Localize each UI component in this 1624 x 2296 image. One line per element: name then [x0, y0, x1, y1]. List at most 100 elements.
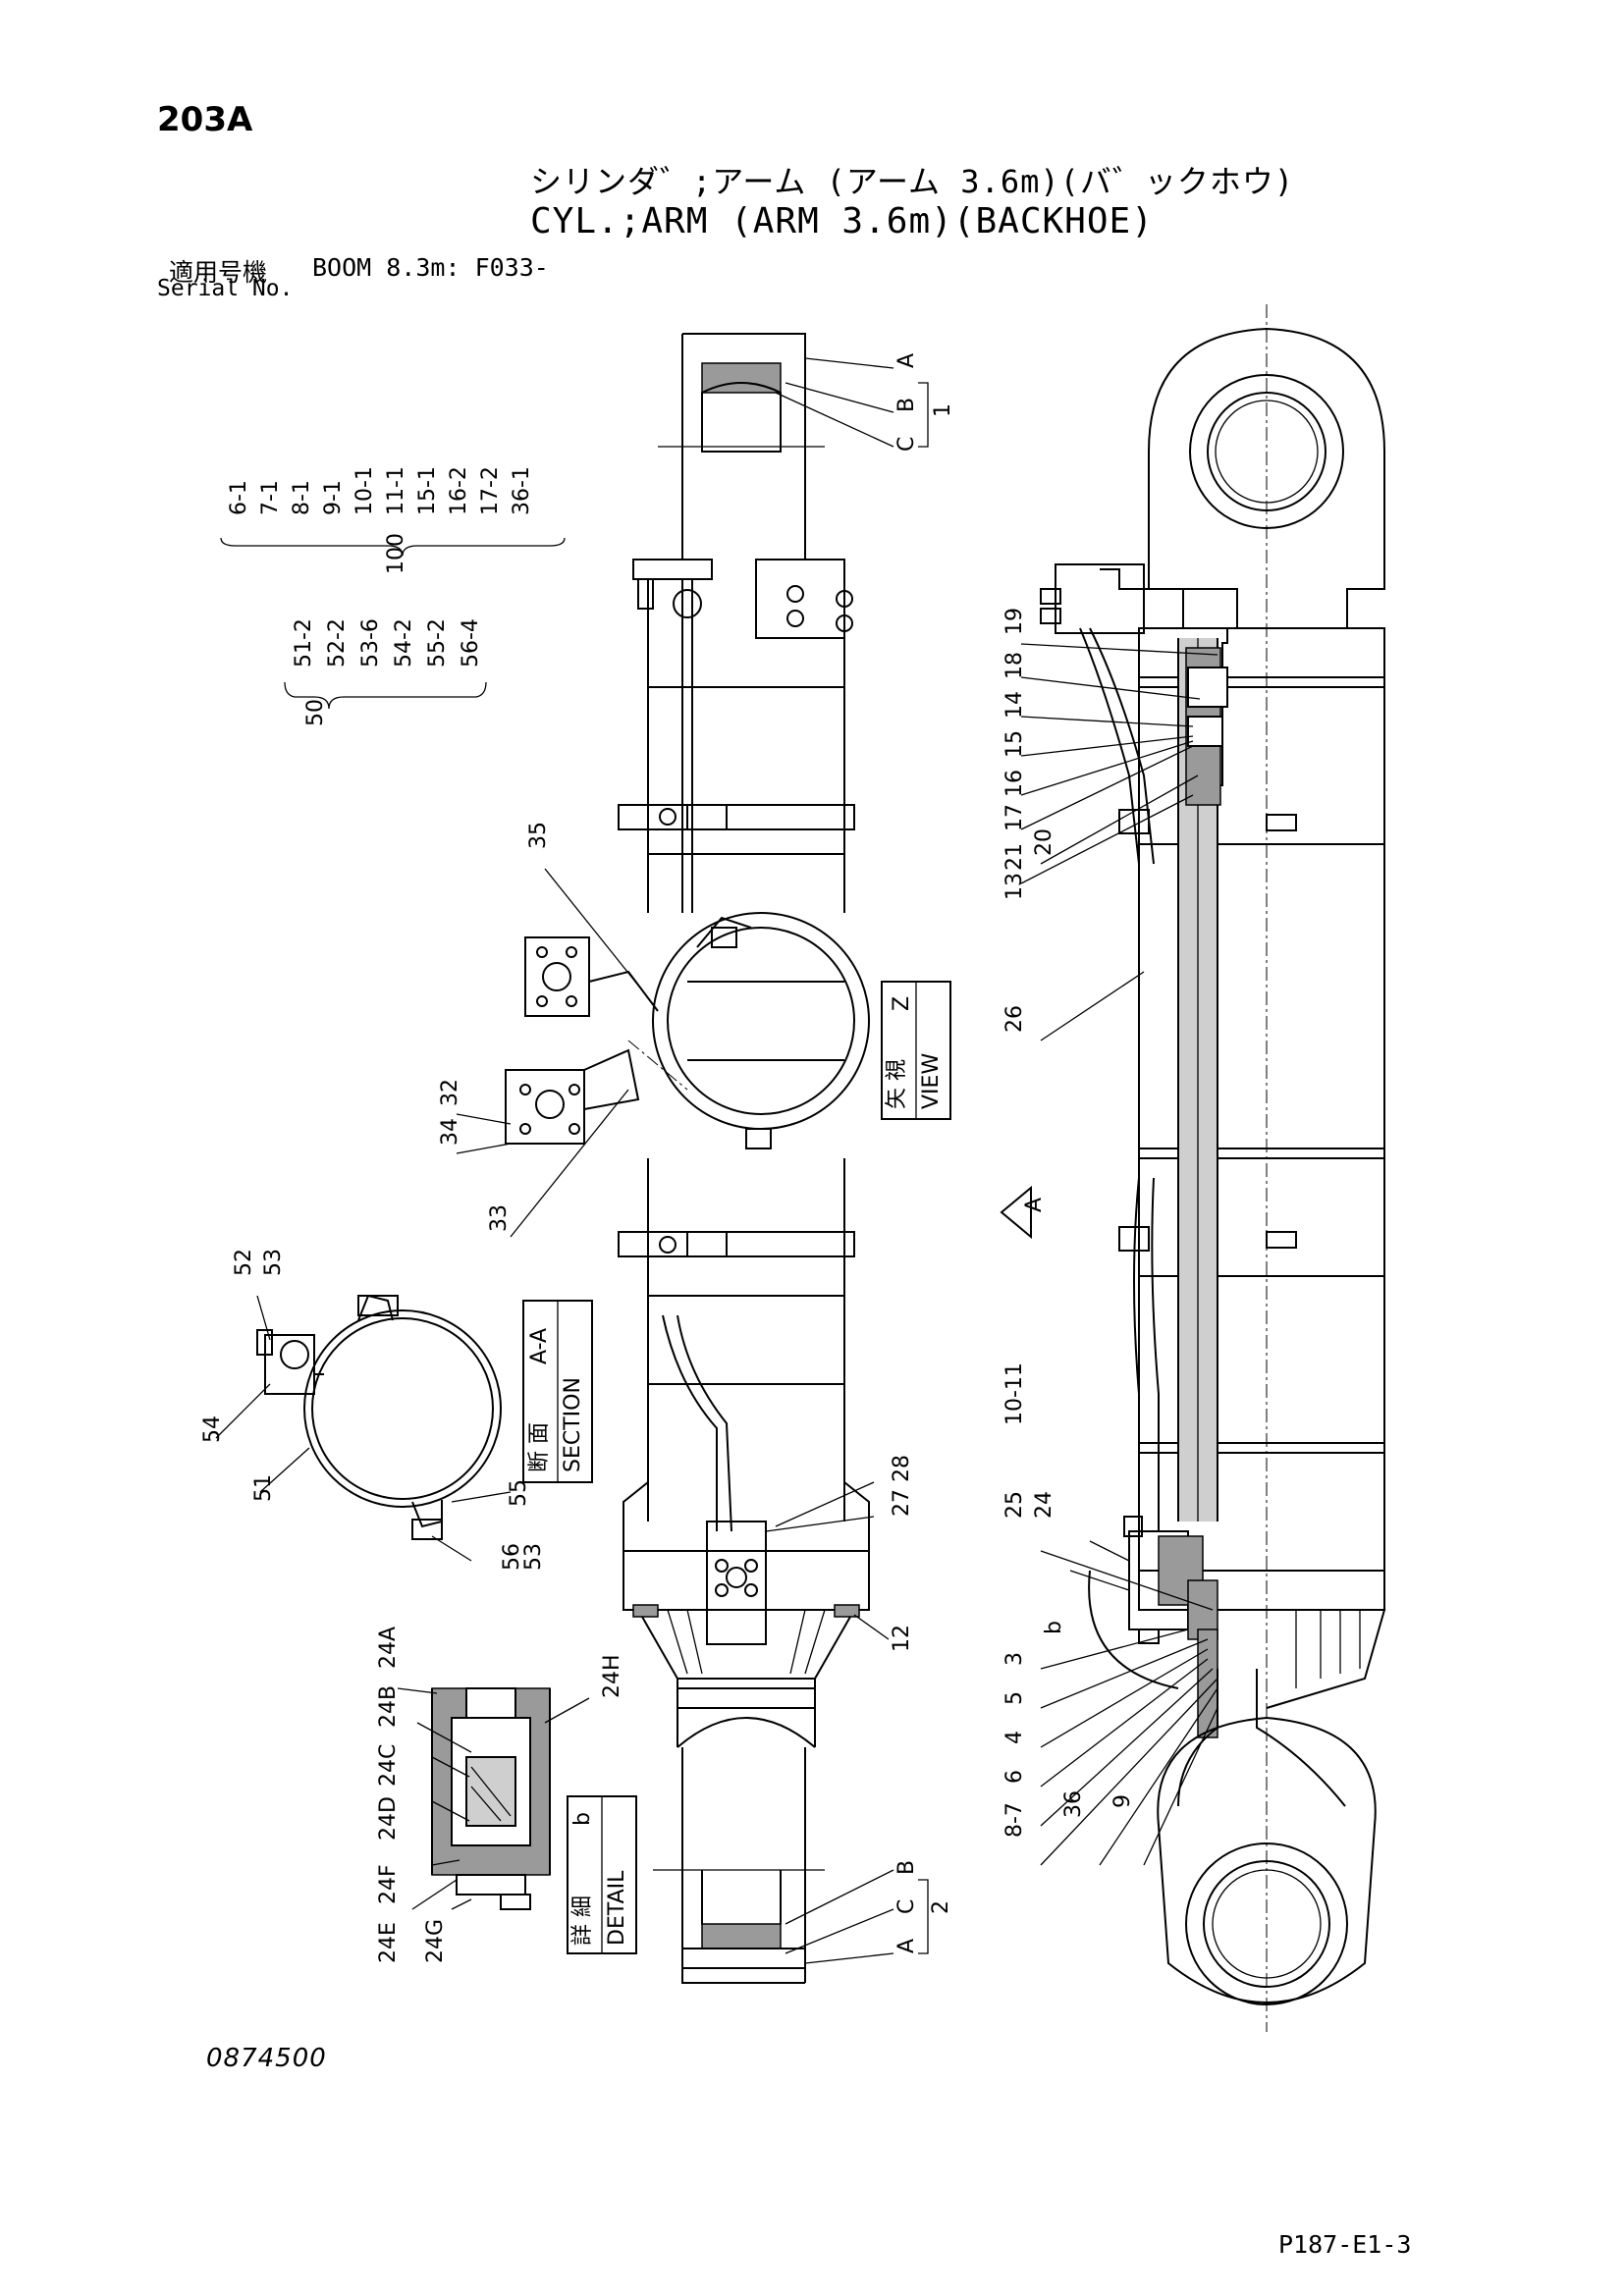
- view-z-en: VIEW: [919, 1053, 944, 1109]
- callout-top-A: A: [894, 353, 919, 368]
- callout-6: 6: [1002, 1770, 1027, 1784]
- callout-bottom-A: A: [894, 1939, 919, 1953]
- section-aa-jp: 断 面: [527, 1422, 552, 1472]
- callout-53: 53: [261, 1249, 286, 1276]
- callout-52: 52: [232, 1249, 256, 1276]
- callout-25: 25: [1002, 1491, 1027, 1519]
- group-50-list: 50 51-2 52-2 53-6 54-2 55-2 56-4: [284, 618, 487, 726]
- callout-24A: 24A: [376, 1627, 401, 1669]
- drawing-number: 0874500: [206, 2044, 327, 2073]
- group-100-part: 17-2: [478, 466, 503, 515]
- detail-b-letter: b: [570, 1812, 595, 1826]
- callout-3: 3: [1002, 1652, 1027, 1666]
- group-50-label: 50: [303, 699, 328, 726]
- callout-4: 4: [1002, 1731, 1027, 1744]
- callout-21: 21: [1002, 843, 1027, 871]
- callout-group-2: 2: [929, 1900, 953, 1914]
- callout-34: 34: [438, 1118, 462, 1146]
- callout-36: 36: [1061, 1790, 1086, 1818]
- group-50-part: 51-2: [292, 618, 316, 667]
- group-50-part: 53-6: [358, 618, 383, 667]
- group-100-part: 15-1: [415, 466, 440, 515]
- center-callouts: A B C 1 B C A 2 12 27 28 35 32 34 33: [438, 353, 955, 1964]
- serial-label-japanese: 適用号機: [169, 258, 268, 287]
- callout-17: 17: [1002, 804, 1027, 831]
- callout-9: 9: [1110, 1794, 1135, 1808]
- callout-15: 15: [1002, 730, 1027, 758]
- main-callouts: 19 18 14 15 16 17 21 13 20 26 10-11 24 2…: [1002, 608, 1218, 1866]
- detail-marker: b: [1042, 1621, 1066, 1634]
- section-marker: A: [1022, 1198, 1047, 1212]
- callout-top-B: B: [894, 398, 919, 412]
- callout-24B: 24B: [376, 1685, 401, 1728]
- callout-8-7: 8-7: [1002, 1802, 1027, 1838]
- callout-24E: 24E: [376, 1922, 401, 1963]
- callout-24C: 24C: [376, 1744, 401, 1787]
- callout-20: 20: [1032, 828, 1056, 856]
- callout-24: 24: [1032, 1491, 1056, 1519]
- callout-24H: 24H: [600, 1654, 624, 1698]
- view-z-jp: 矢 視: [885, 1059, 909, 1109]
- callout-13: 13: [1002, 873, 1027, 900]
- callout-53b: 53: [521, 1543, 546, 1571]
- detail-b-view: [431, 1687, 551, 1910]
- callout-54: 54: [200, 1415, 225, 1443]
- callout-24F: 24F: [376, 1864, 401, 1904]
- callout-33: 33: [487, 1204, 512, 1232]
- callout-19: 19: [1002, 608, 1027, 635]
- section-aa-en: SECTION: [561, 1377, 585, 1472]
- serial-value: BOOM 8.3m: F033-: [312, 253, 549, 282]
- group-100-part: 10-1: [352, 466, 377, 515]
- callout-35: 35: [526, 822, 551, 849]
- callout-24G: 24G: [423, 1919, 448, 1963]
- callout-32: 32: [438, 1079, 462, 1106]
- callout-12: 12: [890, 1625, 914, 1652]
- group-50-part: 52-2: [325, 618, 350, 667]
- group-100-part: 16-2: [447, 466, 471, 515]
- detail-b-jp: 詳 細: [570, 1896, 595, 1946]
- group-100-part: 7-1: [258, 480, 283, 515]
- group-100-label: 100: [384, 533, 408, 574]
- callout-55: 55: [507, 1479, 531, 1507]
- group-100-list: 100 6-1 7-1 8-1 9-1 10-1 11-1 15-1 16-2 …: [220, 466, 566, 574]
- page-number: 203A: [157, 100, 253, 139]
- callout-16: 16: [1002, 770, 1027, 797]
- callout-10-11: 10-11: [1002, 1362, 1027, 1425]
- detail-b-callouts: 24A 24B 24C 24D 24F 24E 24G 24H: [376, 1627, 624, 1963]
- title-japanese: シリンダ゛;アーム (アーム 3.6m)(バ゛ックホウ): [530, 163, 1295, 200]
- callout-group-1: 1: [931, 403, 955, 417]
- callout-27: 27: [890, 1489, 914, 1517]
- callout-5: 5: [1002, 1691, 1027, 1705]
- title-english: CYL.;ARM (ARM 3.6m)(BACKHOE): [530, 201, 1154, 241]
- detail-b-label: 詳 細 DETAIL b: [567, 1795, 637, 1954]
- callout-bottom-C: C: [894, 1899, 919, 1914]
- detail-b-en: DETAIL: [605, 1870, 629, 1946]
- section-aa-label: 断 面 SECTION A-A: [522, 1300, 593, 1483]
- page-reference: P187-E1-3: [1278, 2230, 1412, 2259]
- view-z-label: 矢 視 VIEW Z: [881, 981, 951, 1120]
- callout-bottom-B: B: [894, 1860, 919, 1875]
- callout-14: 14: [1002, 691, 1027, 719]
- group-100-part: 11-1: [384, 466, 408, 515]
- group-100-part: 9-1: [321, 480, 346, 515]
- view-z-letter: Z: [890, 996, 914, 1011]
- callout-51: 51: [251, 1474, 276, 1502]
- group-100-part: 36-1: [510, 466, 534, 515]
- callout-24D: 24D: [376, 1796, 401, 1841]
- callout-26: 26: [1002, 1005, 1027, 1033]
- center-view: [505, 333, 870, 1984]
- group-100-part: 6-1: [227, 480, 251, 515]
- group-50-part: 54-2: [392, 618, 416, 667]
- callout-18: 18: [1002, 652, 1027, 679]
- group-50-part: 55-2: [425, 618, 450, 667]
- serial-label-english: Serial No.: [157, 276, 294, 301]
- section-aa-callouts: 52 53 54 51 55 56 53: [200, 1249, 546, 1571]
- group-100-part: 8-1: [290, 480, 314, 515]
- section-aa-view: [256, 1294, 502, 1540]
- callout-28: 28: [890, 1455, 914, 1482]
- callout-top-C: C: [894, 437, 919, 452]
- group-50-part: 56-4: [459, 618, 483, 667]
- section-aa-letter: A-A: [527, 1328, 552, 1364]
- callout-56: 56: [500, 1543, 524, 1571]
